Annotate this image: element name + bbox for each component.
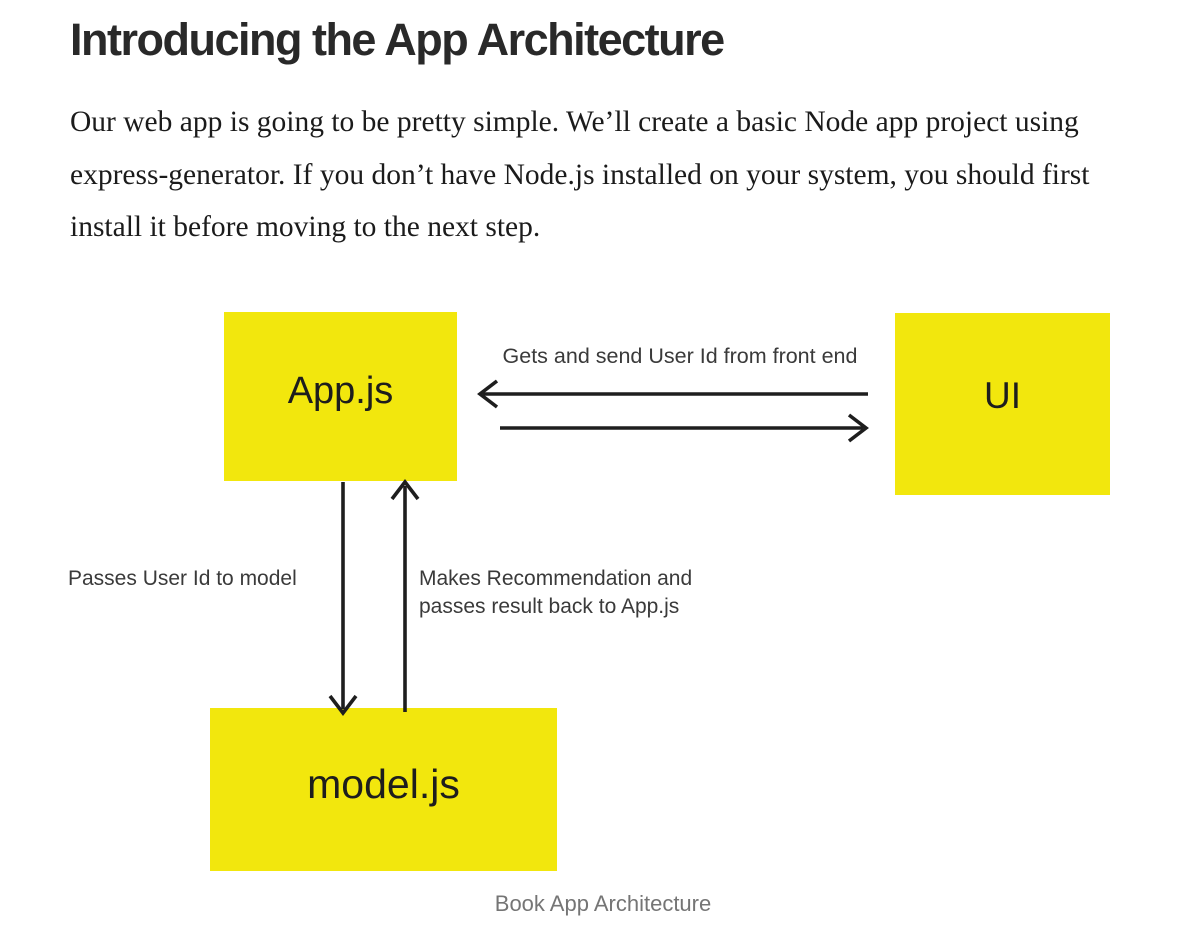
- edge-label-app-ui: Gets and send User Id from front end: [502, 344, 858, 368]
- edge-label-app-to-model: Passes User Id to model: [68, 567, 297, 590]
- page-title: Introducing the App Architecture: [70, 14, 725, 65]
- diagram-caption: Book App Architecture: [494, 891, 712, 916]
- node-ui-label: UI: [984, 375, 1021, 416]
- node-appjs: App.js: [224, 312, 457, 481]
- node-modeljs-label: model.js: [307, 761, 460, 807]
- edge-label-model-to-app: Makes Recommendation and passes result b…: [419, 565, 692, 621]
- app-to-model-arrow: [328, 482, 358, 716]
- intro-paragraph: Our web app is going to be pretty simple…: [70, 106, 1090, 243]
- app-to-ui-arrow: [500, 413, 869, 443]
- edge-label-model-to-app-line1: Makes Recommendation and: [419, 567, 693, 590]
- node-appjs-label: App.js: [287, 370, 394, 412]
- node-ui: UI: [895, 313, 1110, 495]
- node-modeljs: model.js: [210, 708, 557, 871]
- model-to-app-arrow: [390, 479, 420, 712]
- ui-to-app-arrow: [477, 379, 868, 409]
- edge-label-model-to-app-line2: passes result back to App.js: [419, 595, 680, 618]
